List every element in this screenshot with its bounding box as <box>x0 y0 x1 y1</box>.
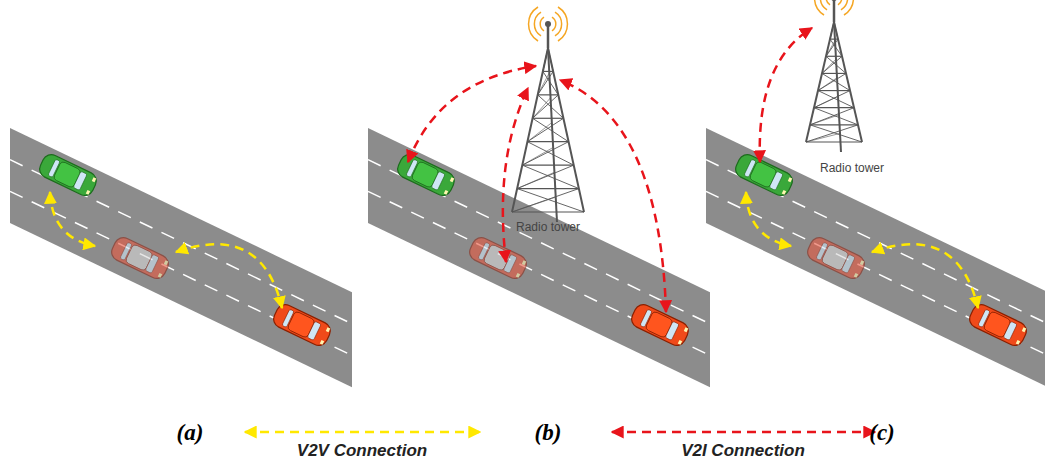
road-surface <box>706 128 1045 387</box>
tower-label: Radio tower <box>820 162 884 175</box>
panel-label: (a) <box>177 420 204 445</box>
car <box>395 152 458 199</box>
radio-tower <box>512 7 584 222</box>
v2i-link <box>760 28 812 162</box>
car <box>733 152 796 199</box>
v2v-link <box>746 192 791 246</box>
legend-text: V2V Connection <box>297 442 427 461</box>
legend-text: V2I Connection <box>681 442 805 461</box>
lane-marking <box>10 191 352 355</box>
car <box>629 302 692 349</box>
road-surface <box>368 128 710 387</box>
radio-tower <box>806 0 862 152</box>
v2v-link <box>50 192 95 246</box>
road <box>368 128 710 387</box>
road <box>10 128 352 387</box>
v2i-link <box>408 66 536 162</box>
road <box>706 128 1045 387</box>
car <box>467 235 530 282</box>
road-surface <box>10 128 352 387</box>
car <box>967 302 1030 349</box>
legend-sample <box>245 431 480 434</box>
v2i-link <box>560 80 666 312</box>
tower-label: Radio tower <box>516 221 580 234</box>
legend-sample <box>612 431 875 434</box>
car <box>109 235 172 282</box>
panel-label: (b) <box>535 420 562 445</box>
v2v-link <box>176 244 282 308</box>
car <box>37 152 100 199</box>
v2v-link <box>872 244 978 308</box>
car <box>271 302 334 349</box>
car <box>805 235 868 282</box>
v2i-link <box>503 88 528 262</box>
lane-marking <box>706 191 1045 355</box>
lane-marking <box>368 191 710 355</box>
panel-label: (c) <box>869 420 895 445</box>
